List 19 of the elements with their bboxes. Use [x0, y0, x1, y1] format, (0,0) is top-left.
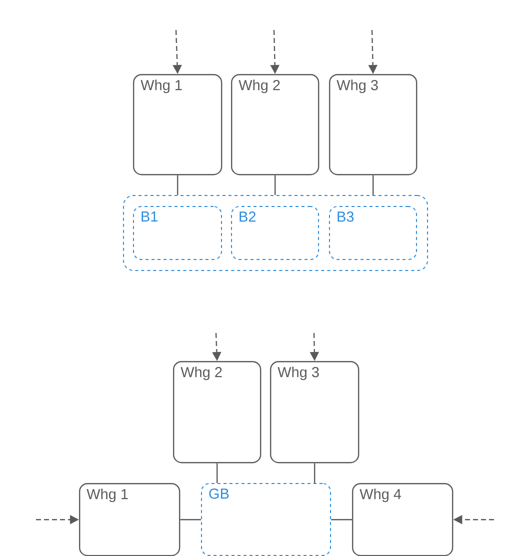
dashed-box: B3 [329, 206, 417, 260]
building-box: Whg 3 [329, 74, 418, 176]
connector-line [274, 175, 276, 195]
building-box: Whg 1 [79, 483, 180, 556]
building-box: Whg 3 [270, 361, 360, 464]
connector-line [331, 519, 352, 520]
building-box: Whg 1 [133, 74, 222, 176]
connector-line [216, 463, 218, 483]
connector-line [314, 463, 316, 483]
dashed-box: B1 [133, 206, 222, 260]
dashed-box: GB [201, 483, 331, 556]
connector-line [372, 175, 374, 195]
building-box: Whg 4 [352, 483, 454, 556]
building-box: Whg 2 [173, 361, 262, 464]
connector-line [180, 519, 201, 520]
building-box: Whg 2 [231, 74, 320, 176]
connector-line [177, 175, 178, 195]
dashed-box: B2 [231, 206, 319, 260]
group-box [123, 195, 428, 271]
